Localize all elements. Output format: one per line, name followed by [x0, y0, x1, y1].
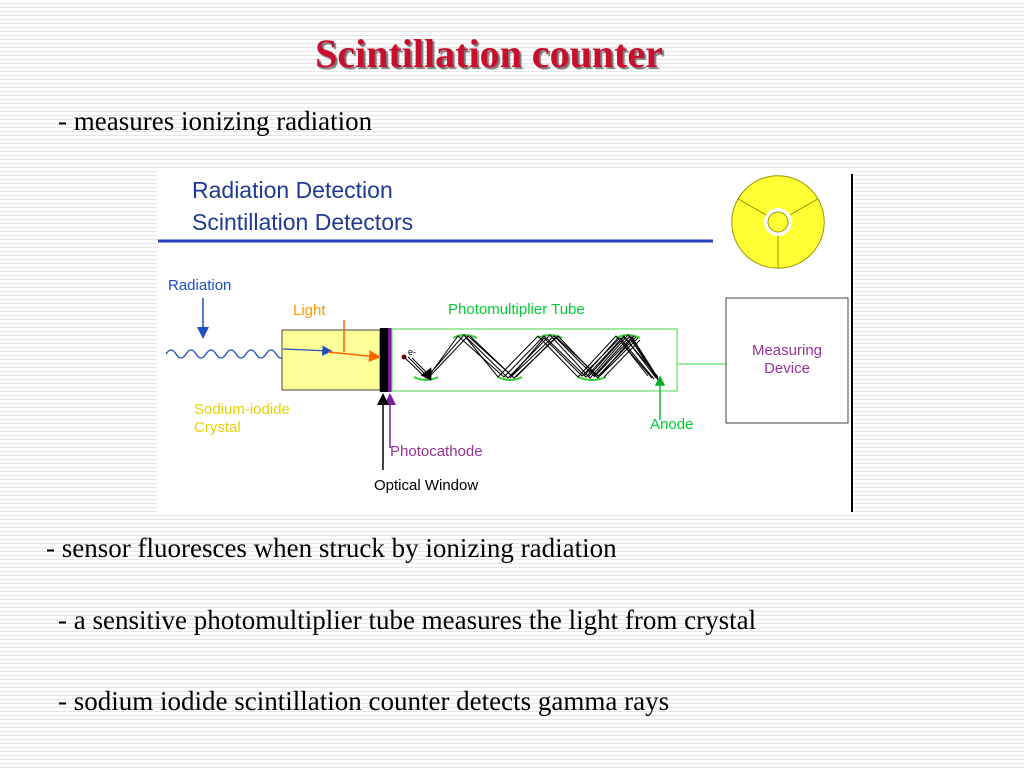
- photocathode-label: Photocathode: [390, 443, 483, 460]
- bullet-measures-radiation: - measures ionizing radiation: [58, 106, 373, 136]
- measuring-device: [725, 297, 849, 424]
- crystal-label-line2: Crystal: [194, 419, 241, 436]
- bullet-sensor-fluoresces: - sensor fluoresces when struck by ioniz…: [46, 533, 617, 563]
- sodium-iodide-crystal: [281, 329, 381, 391]
- crystal-label-line1: Sodium-iodide: [194, 401, 290, 418]
- optical-window: [380, 328, 388, 392]
- light-label: Light: [293, 302, 326, 319]
- diagram-header-line2: Scintillation Detectors: [192, 209, 413, 235]
- photocathode-layer: [388, 328, 392, 392]
- light-arrow: [327, 350, 381, 363]
- bullet-sodium-iodide-detects: - sodium iodide scintillation counter de…: [58, 686, 670, 716]
- photomultiplier-tube-label: Photomultiplier Tube: [448, 301, 585, 318]
- diagram-canvas: Radiation Detection Scintillation Detect…: [158, 174, 853, 512]
- cascade-start-arrow: [420, 367, 432, 381]
- radiation-in-crystal: [282, 345, 333, 356]
- measuring-device-label-line1: Measuring: [752, 342, 822, 359]
- scintillation-detector-diagram: Radiation Detection Scintillation Detect…: [158, 170, 854, 512]
- electron-cascade: [403, 334, 661, 383]
- bullet-photomultiplier-measures: - a sensitive photomultiplier tube measu…: [58, 605, 757, 635]
- optical-window-label: Optical Window: [374, 477, 478, 494]
- measuring-device-label-line2: Device: [764, 360, 810, 377]
- radiation-label: Radiation: [168, 277, 231, 294]
- slide-title: Scintillation counter: [315, 31, 663, 76]
- radiation-symbol-icon: [731, 175, 825, 269]
- diagram-header-line1: Radiation Detection: [192, 177, 393, 203]
- anode-label: Anode: [650, 416, 693, 433]
- electron-label: e-: [408, 347, 416, 357]
- photomultiplier-tube: [391, 328, 678, 392]
